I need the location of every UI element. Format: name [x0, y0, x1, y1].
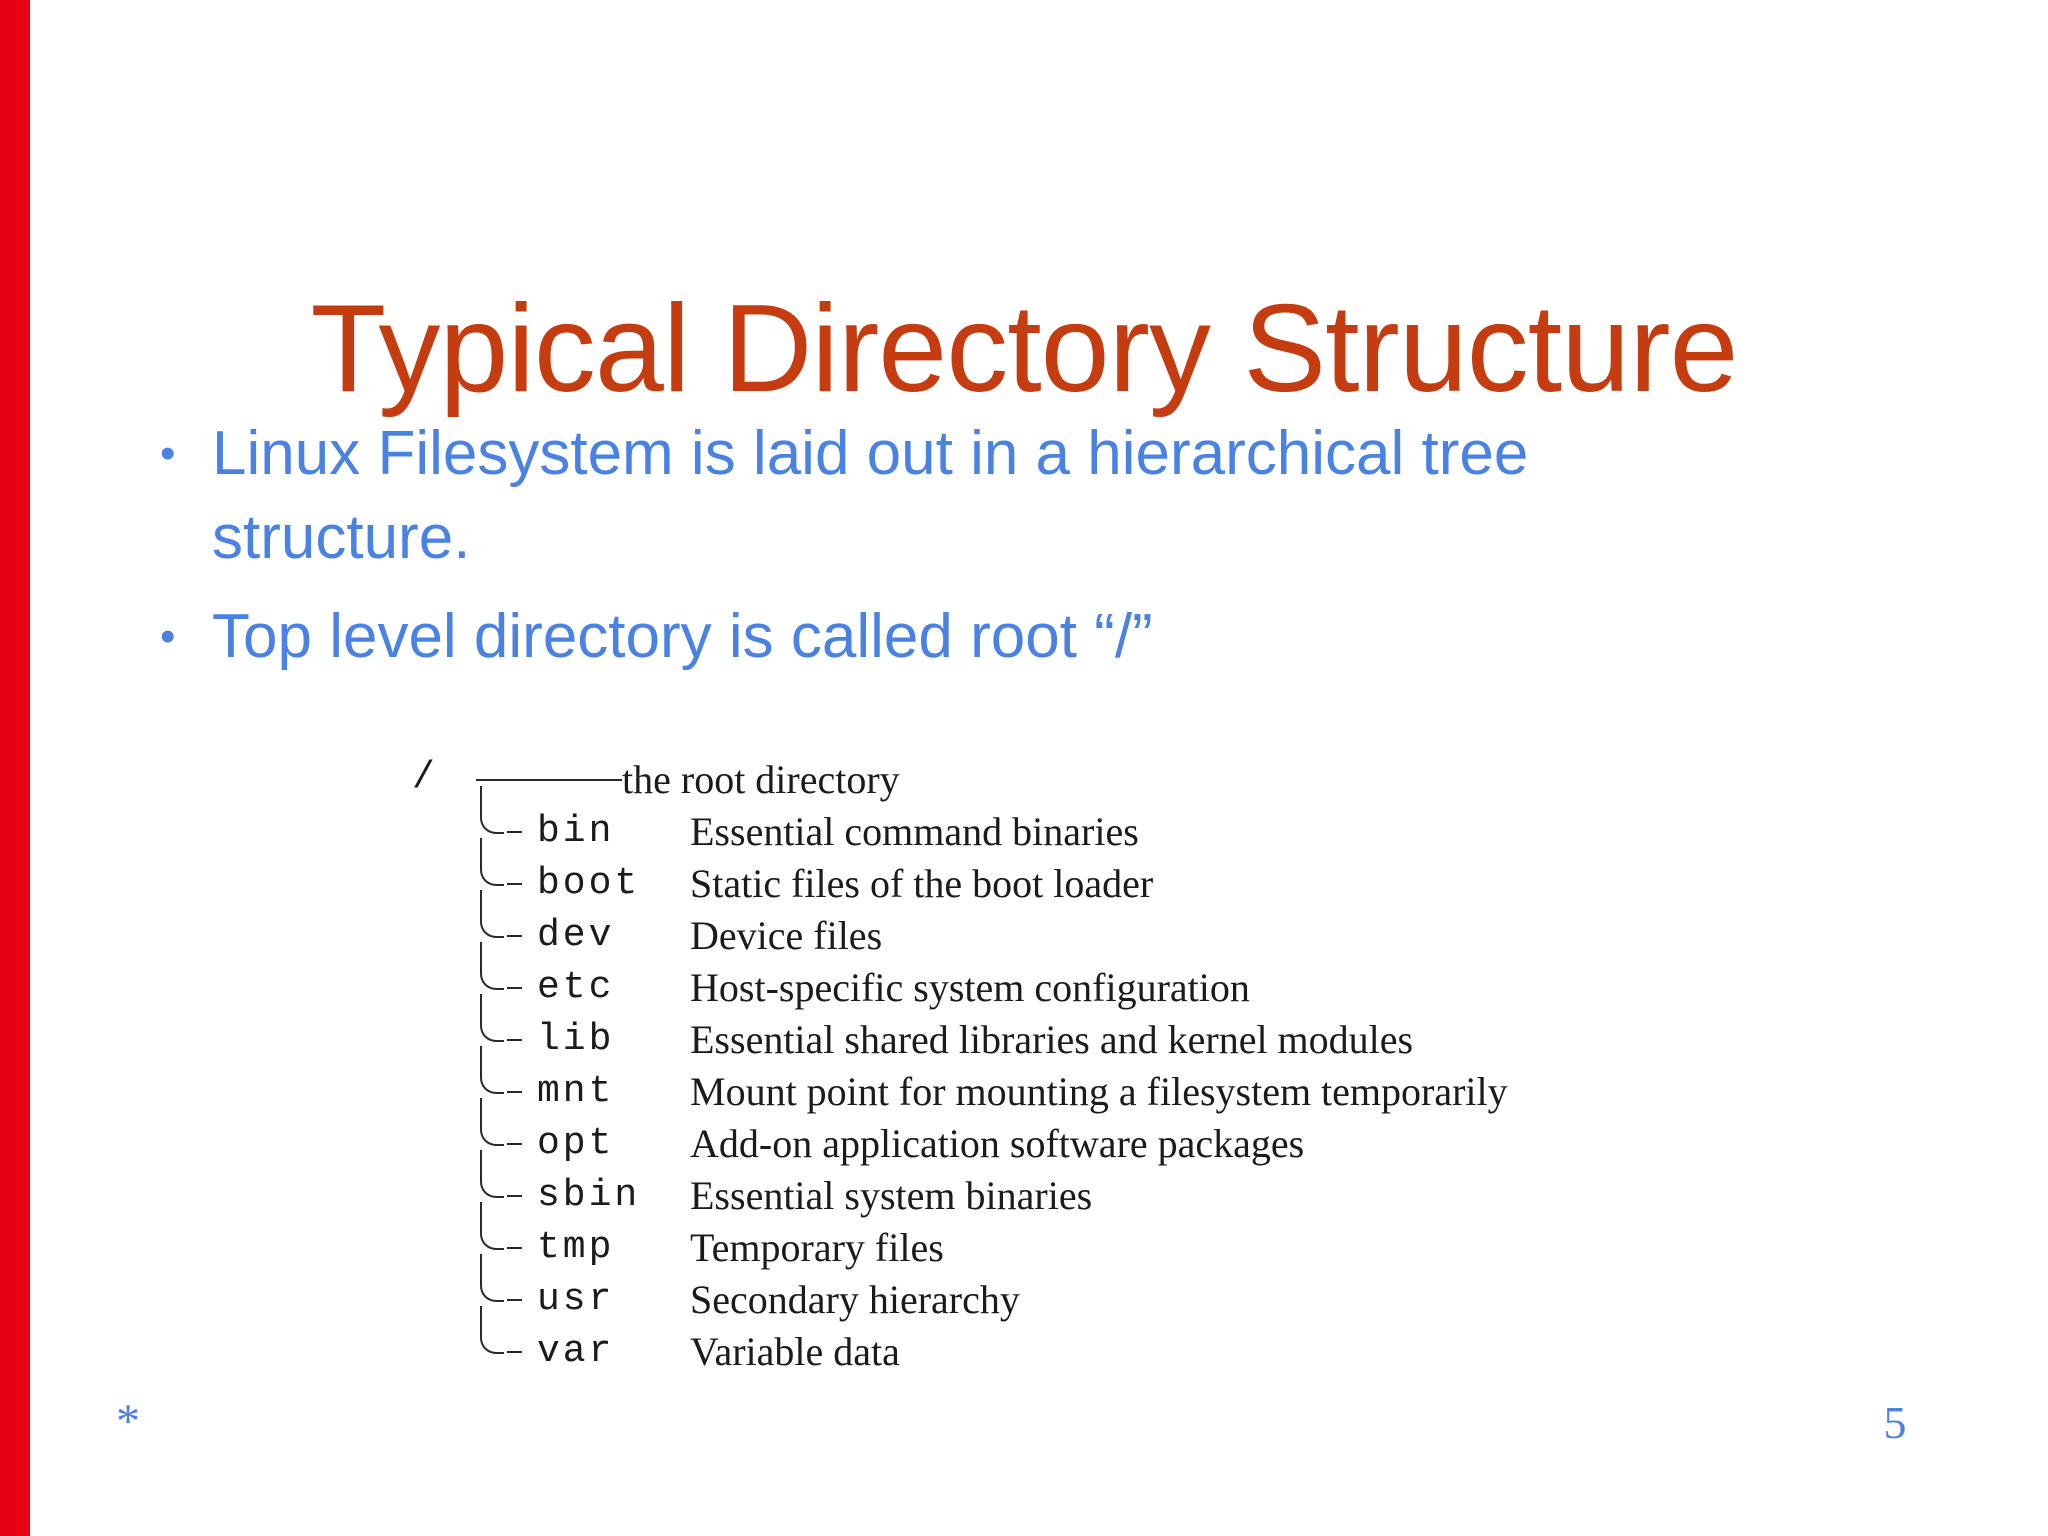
tree-branch-dash-icon [507, 1039, 522, 1041]
dir-name: mnt [537, 1070, 615, 1113]
dir-description: Temporary files [690, 1225, 944, 1270]
tree-row: usr Secondary hierarchy [410, 1254, 1710, 1326]
dir-name: tmp [537, 1226, 615, 1269]
tree-branch-dash-icon [507, 1143, 522, 1145]
dir-name: opt [537, 1122, 615, 1165]
dir-name: boot [537, 862, 641, 905]
tree-branch-connector-icon [480, 1046, 504, 1094]
dir-description: Variable data [690, 1329, 900, 1374]
tree-branch-connector-icon [480, 1254, 504, 1302]
dir-description: Essential shared libraries and kernel mo… [690, 1017, 1414, 1062]
tree-row: dev Device files [410, 890, 1710, 962]
tree-branch-dash-icon [507, 1091, 522, 1093]
dir-name: sbin [537, 1174, 641, 1217]
tree-row: bin Essential command binaries [410, 786, 1710, 858]
bullet-item-2: • Top level directory is called root “/” [160, 595, 1740, 679]
tree-row: var Variable data [410, 1306, 1710, 1378]
dir-description: Add-on application software packages [690, 1121, 1305, 1166]
dir-name: lib [537, 1018, 615, 1061]
dir-description: Device files [690, 913, 883, 958]
tree-branch-connector-icon [480, 1306, 504, 1354]
directory-tree-figure: / the root directory bin Essential comma… [410, 754, 1710, 1378]
dir-description: Secondary hierarchy [690, 1277, 1020, 1322]
tree-row: tmp Temporary files [410, 1202, 1710, 1274]
bullet-text: Linux Filesystem is laid out in a hierar… [212, 419, 1529, 573]
bullet-item-1: • Linux Filesystem is laid out in a hier… [160, 412, 1740, 581]
dir-description: Host-specific system configuration [690, 965, 1250, 1010]
dir-name: usr [537, 1278, 615, 1321]
tree-branch-connector-icon [480, 786, 504, 834]
dir-description: Essential system binaries [690, 1173, 1093, 1218]
tree-row: etc Host-specific system configuration [410, 942, 1710, 1014]
dir-description: Static files of the boot loader [690, 861, 1154, 906]
dir-name: bin [537, 810, 615, 853]
page-title: Typical Directory Structure [310, 280, 1739, 419]
tree-branch-connector-icon [480, 1150, 504, 1198]
tree-row: sbin Essential system binaries [410, 1150, 1710, 1222]
dir-description: Mount point for mounting a filesystem te… [690, 1069, 1508, 1114]
tree-branch-dash-icon [507, 1195, 522, 1197]
bullet-dot-icon: • [160, 611, 176, 661]
root-directory-symbol: / [412, 756, 438, 799]
tree-branch-connector-icon [480, 838, 504, 886]
dir-description: Essential command binaries [690, 809, 1139, 854]
dir-name: var [537, 1330, 615, 1373]
tree-root-row: / the root directory [410, 754, 1710, 806]
tree-branch-dash-icon [507, 883, 522, 885]
tree-branch-connector-icon [480, 1098, 504, 1146]
tree-branch-dash-icon [507, 935, 522, 937]
root-description: the root directory [622, 757, 900, 802]
tree-branch-dash-icon [507, 1247, 522, 1249]
tree-row: mnt Mount point for mounting a filesyste… [410, 1046, 1710, 1118]
tree-row: boot Static files of the boot loader [410, 838, 1710, 910]
footer-asterisk: * [116, 1395, 140, 1448]
tree-rows: bin Essential command binaries boot Stat… [410, 786, 1710, 1378]
left-accent-bar [0, 0, 30, 1536]
tree-branch-connector-icon [480, 942, 504, 990]
tree-branch-dash-icon [507, 831, 522, 833]
page-number: 5 [1883, 1397, 1907, 1448]
tree-branch-dash-icon [507, 1351, 522, 1353]
tree-branch-connector-icon [480, 994, 504, 1042]
dir-name: dev [537, 914, 615, 957]
dir-name: etc [537, 966, 615, 1009]
root-pointer-line [476, 779, 622, 781]
bullet-list: • Linux Filesystem is laid out in a hier… [160, 412, 1760, 679]
tree-row: opt Add-on application software packages [410, 1098, 1710, 1170]
tree-row: lib Essential shared libraries and kerne… [410, 994, 1710, 1066]
tree-branch-connector-icon [480, 890, 504, 938]
bullet-text: Top level directory is called root “/” [212, 601, 1153, 671]
tree-branch-connector-icon [480, 1202, 504, 1250]
tree-branch-dash-icon [507, 987, 522, 989]
bullet-dot-icon: • [160, 429, 176, 478]
tree-branch-dash-icon [507, 1299, 522, 1301]
